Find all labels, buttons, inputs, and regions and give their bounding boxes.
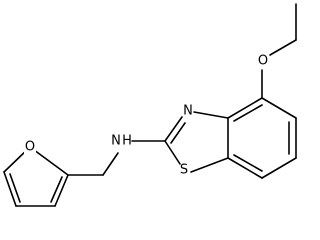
atom-labels: O N H N S O [24, 54, 268, 178]
bond-c7-c7a [227, 157, 263, 179]
bond-furan-c2-c3-double [50, 176, 63, 203]
bond-ch2-nh [102, 152, 119, 176]
bond-oether-ch2 [269, 39, 297, 56]
amine-hydrogen-label: H [122, 134, 132, 149]
bond-furan-o-c2 [29, 146, 69, 176]
bond-furan-c4-c5 [3, 171, 17, 207]
bond-c7-c7a-double [233, 154, 263, 172]
bonds [3, 3, 297, 207]
bond-n3-c3a [193, 111, 229, 119]
bond-furan-c2-c3 [54, 174, 69, 207]
ring-oxygen-mask [24, 140, 36, 155]
bond-furan-c4-c5-double [9, 173, 21, 203]
bond-c2-n3-double [170, 122, 186, 144]
thiazole-nitrogen-label: N [183, 104, 193, 119]
bond-c3a-c4-double [233, 104, 263, 122]
bond-c7a-s1 [190, 157, 229, 173]
ether-oxygen-label: O [258, 54, 268, 69]
bond-c4-c5 [261, 97, 297, 119]
bond-s1-c2 [164, 140, 181, 165]
bond-c3a-c4 [227, 97, 263, 119]
bond-c6-c7 [261, 157, 297, 179]
amine-nitrogen-label: N [111, 134, 121, 149]
sulfur-label: S [180, 163, 188, 178]
ring-oxygen-label: O [25, 140, 35, 155]
molecule-structure: O N H N S O [3, 3, 297, 207]
bond-c2-n3 [164, 116, 183, 142]
